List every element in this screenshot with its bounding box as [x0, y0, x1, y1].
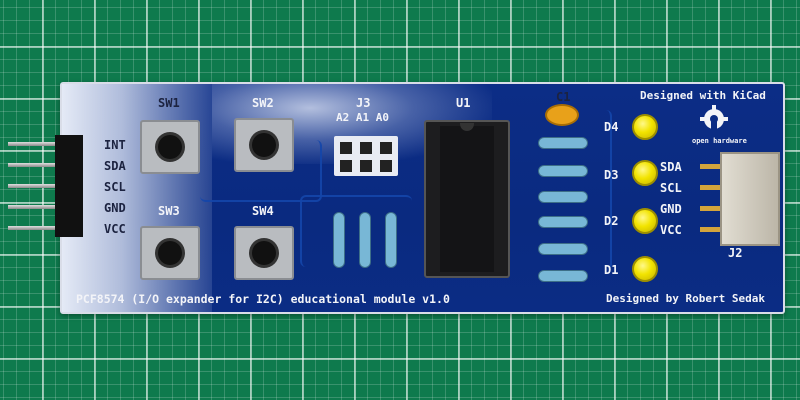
jumper-pin — [360, 142, 372, 154]
header-pin — [8, 184, 78, 188]
jumper-pin — [340, 142, 352, 154]
sw4-button — [234, 226, 294, 280]
resistor — [385, 212, 397, 268]
label-vcc: VCC — [104, 222, 126, 236]
c1-label: C1 — [556, 90, 571, 104]
button-cap — [252, 133, 276, 157]
logo-text: open hardware — [692, 137, 747, 145]
led-d4 — [632, 114, 658, 140]
open-hardware-logo-icon — [700, 105, 728, 135]
sw1-label: SW1 — [158, 96, 180, 110]
d3-label: D3 — [604, 168, 619, 182]
designed-with-text: Designed with KiCad — [640, 89, 766, 102]
trace — [300, 195, 412, 267]
jumper-address-labels: A2 A1 A0 — [336, 111, 389, 124]
jumper-pin — [360, 160, 372, 172]
header-pin — [8, 163, 78, 167]
trace — [200, 140, 322, 202]
resistor — [538, 243, 588, 255]
connector-pin — [700, 185, 728, 190]
resistor — [333, 212, 345, 268]
jumper-pin — [340, 160, 352, 172]
button-cap — [158, 241, 182, 265]
sw1-button — [140, 120, 200, 174]
designer-text: Designed by Robert Sedak — [606, 292, 765, 305]
resistor — [359, 212, 371, 268]
ic-chip — [440, 126, 494, 272]
label-scl-right: SCL — [660, 181, 682, 195]
connector-pin — [700, 164, 728, 169]
d2-label: D2 — [604, 214, 619, 228]
label-int: INT — [104, 138, 126, 152]
jumper-pin — [380, 142, 392, 154]
resistor — [538, 270, 588, 282]
resistor — [538, 165, 588, 177]
label-scl: SCL — [104, 180, 126, 194]
led-d3 — [632, 160, 658, 186]
connector-pin — [700, 227, 728, 232]
module-title-text: PCF8574 (I/O expander for I2C) education… — [76, 292, 450, 306]
sw2-label: SW2 — [252, 96, 274, 110]
led-d1 — [632, 256, 658, 282]
sw3-button — [140, 226, 200, 280]
sw2-button — [234, 118, 294, 172]
jumper-pin — [380, 160, 392, 172]
label-gnd-right: GND — [660, 202, 682, 216]
pin-header — [55, 135, 83, 237]
sw4-label: SW4 — [252, 204, 274, 218]
header-pin — [8, 205, 78, 209]
j2-label: J2 — [728, 246, 743, 260]
header-pin — [8, 226, 78, 230]
button-cap — [252, 241, 276, 265]
resistor — [538, 191, 588, 203]
label-sda: SDA — [104, 159, 126, 173]
resistor — [538, 216, 588, 228]
capacitor — [545, 104, 579, 126]
led-d2 — [632, 208, 658, 234]
ic-notch — [460, 123, 474, 131]
d4-label: D4 — [604, 120, 619, 134]
header-pin — [8, 142, 78, 146]
trace — [500, 110, 612, 270]
connector-pin — [700, 206, 728, 211]
u1-label: U1 — [456, 96, 471, 110]
label-vcc-right: VCC — [660, 223, 682, 237]
jst-connector — [720, 152, 780, 246]
sw3-label: SW3 — [158, 204, 180, 218]
j3-label: J3 — [356, 96, 371, 110]
label-sda-right: SDA — [660, 160, 682, 174]
d1-label: D1 — [604, 263, 619, 277]
resistor — [538, 137, 588, 149]
address-jumper — [334, 136, 398, 176]
button-cap — [158, 135, 182, 159]
label-gnd: GND — [104, 201, 126, 215]
